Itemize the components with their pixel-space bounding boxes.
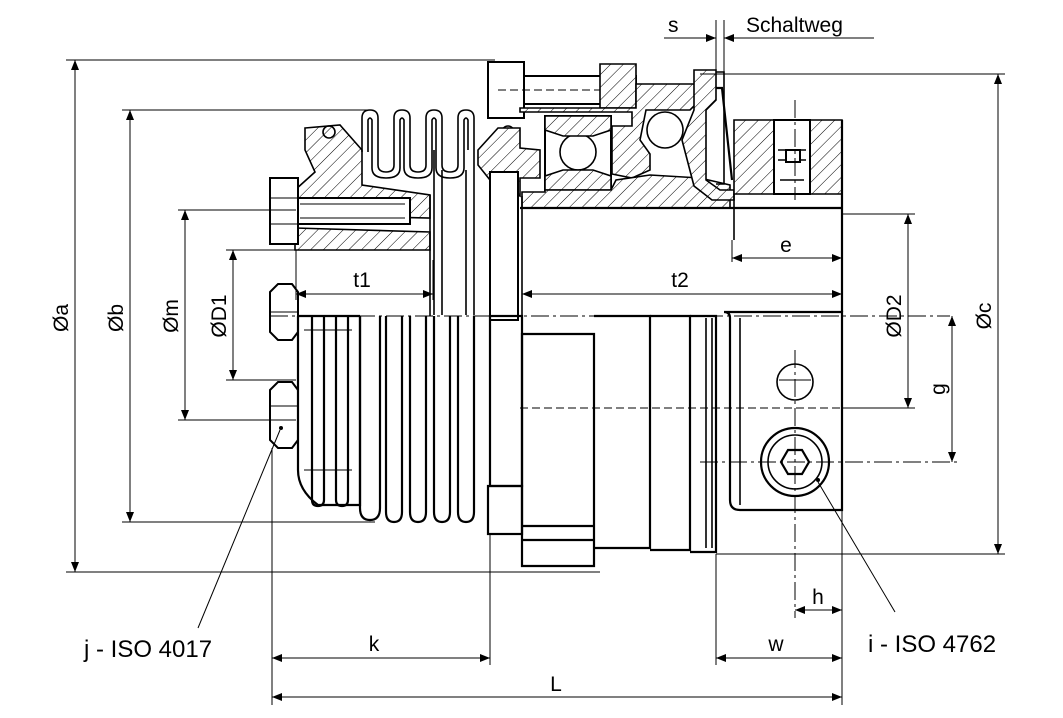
label-c: Øc [973, 303, 996, 330]
right-hub-exterior [723, 310, 844, 512]
center-lines [270, 100, 960, 618]
leader-i [817, 481, 896, 613]
label-e: e [780, 234, 792, 257]
lower-view [269, 283, 844, 568]
label-i-screw: i - ISO 4762 [868, 631, 996, 658]
label-b: Øb [105, 304, 128, 332]
left-hub-body [296, 316, 362, 507]
left-hub-lower-section [294, 227, 431, 251]
label-j-screw: j - ISO 4017 [83, 636, 212, 663]
label-L: L [550, 673, 562, 696]
left-screw-shank [297, 197, 411, 225]
bearing-housing-exterior [520, 332, 596, 568]
labels: s Schaltweg Øa Øb Øm ØD1 t1 t2 e ØD2 Øc … [50, 14, 996, 696]
upper-section [269, 61, 844, 321]
bearing-housing-section [519, 83, 701, 179]
label-w: w [767, 633, 784, 656]
extension-lines [66, 20, 1005, 705]
bellows-section-upper [361, 109, 475, 173]
center-flange-bolt [486, 484, 524, 536]
label-k: k [369, 633, 380, 656]
right-bearing-ball [646, 111, 684, 149]
left-seal-ring [322, 125, 336, 139]
bellows-exterior [304, 316, 476, 524]
label-h: h [812, 586, 824, 609]
label-m: Øm [160, 299, 183, 333]
left-screw-head-lower [269, 381, 299, 449]
label-D1: ØD1 [208, 294, 231, 337]
label-a: Øa [50, 304, 73, 332]
leader-j [197, 429, 281, 629]
label-t2: t2 [671, 269, 689, 292]
left-screw-head-upper [269, 177, 299, 245]
dimension-lines [71, 34, 1002, 701]
label-schaltweg: Schaltweg [746, 14, 843, 37]
label-D2: ØD2 [883, 294, 906, 337]
label-t1: t1 [353, 269, 371, 292]
label-s: s [668, 14, 679, 37]
label-g: g [927, 383, 950, 395]
